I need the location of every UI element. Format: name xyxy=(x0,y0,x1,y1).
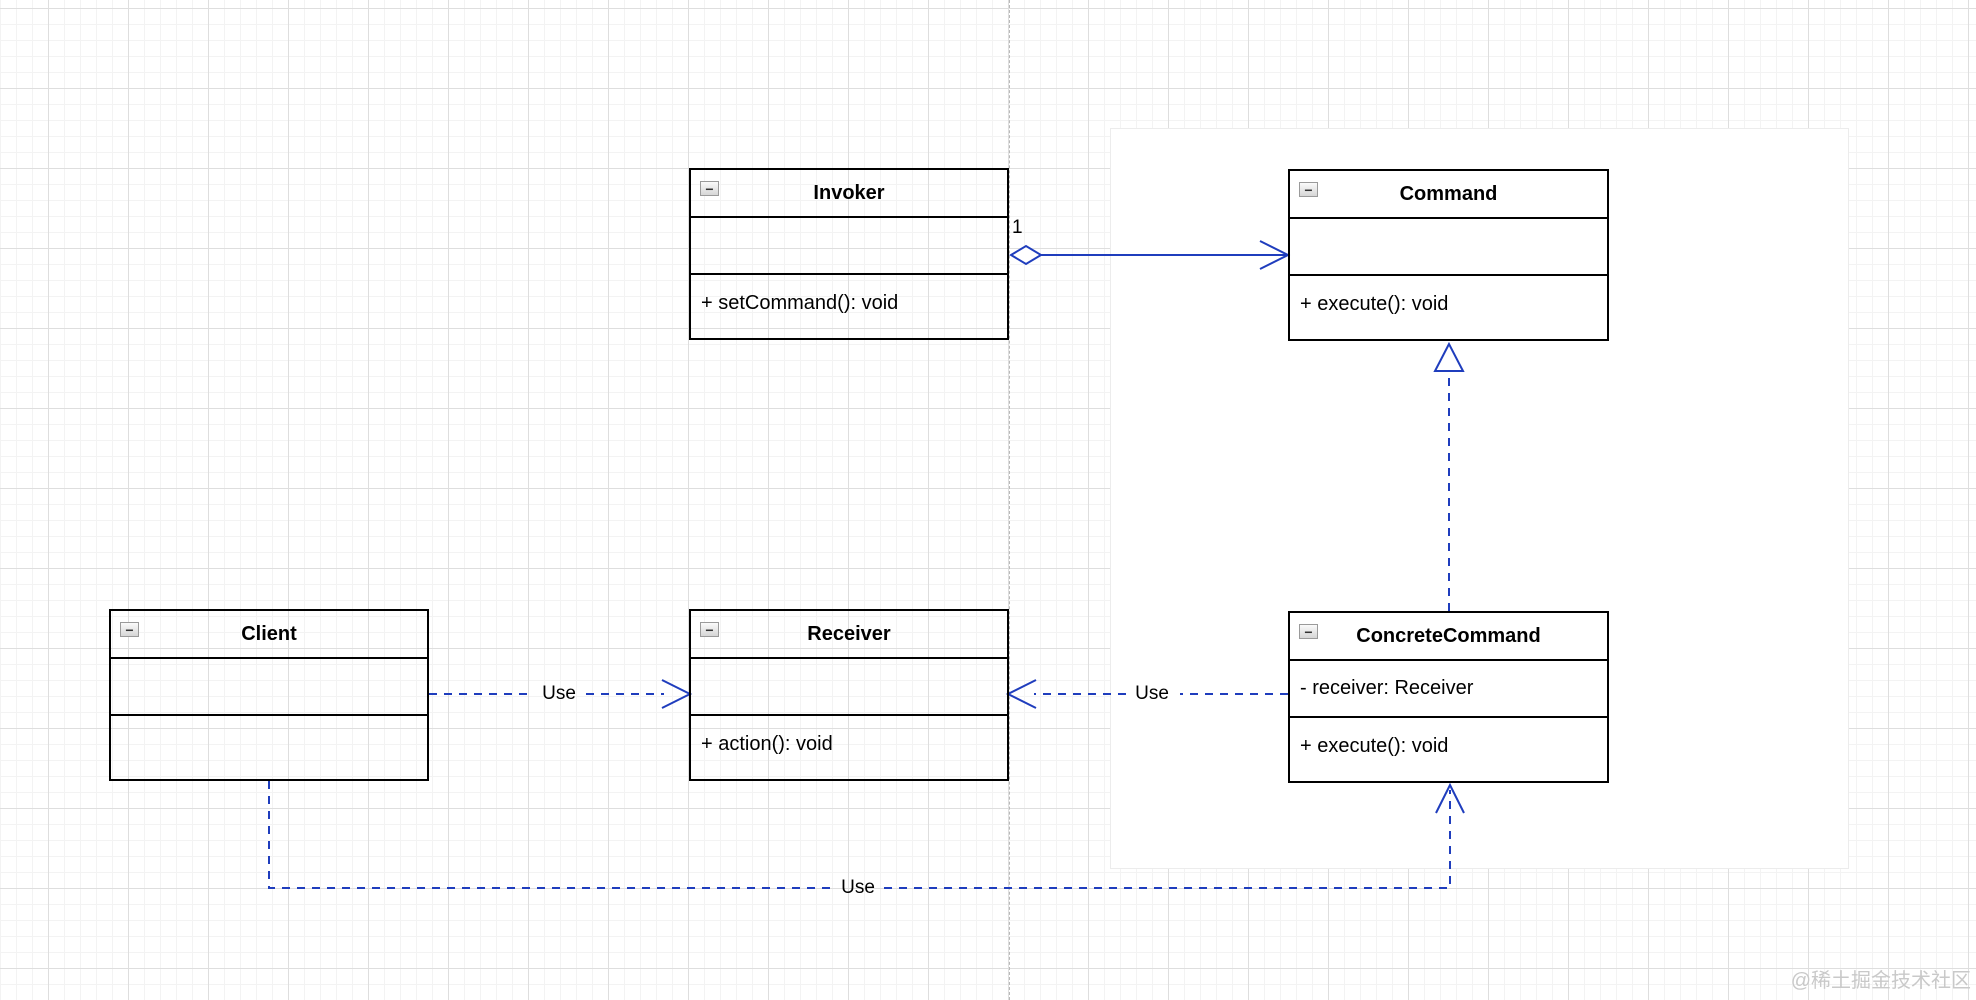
class-command[interactable]: − Command + execute(): void xyxy=(1288,169,1609,341)
collapse-icon[interactable]: − xyxy=(1299,624,1318,639)
class-concretecommand[interactable]: − ConcreteCommand - receiver: Receiver +… xyxy=(1288,611,1609,783)
class-concretecommand-attributes: - receiver: Receiver xyxy=(1290,661,1607,718)
open-arrowhead-icon xyxy=(1005,679,1037,709)
use-label-client-concretecommand[interactable]: Use xyxy=(841,877,875,898)
class-receiver-title: − Receiver xyxy=(691,611,1007,659)
use-label-concretecommand-receiver[interactable]: Use xyxy=(1135,683,1169,704)
class-name: Client xyxy=(241,622,297,645)
edge-use-client-concretecommand[interactable] xyxy=(268,781,1465,889)
collapse-icon[interactable]: − xyxy=(700,622,719,637)
watermark-text: @稀土掘金技术社区 xyxy=(1790,970,1971,992)
edge-realization-concretecommand-command[interactable] xyxy=(1433,341,1465,611)
class-client[interactable]: − Client xyxy=(109,609,429,781)
class-invoker-title: − Invoker xyxy=(691,170,1007,218)
aggregation-diamond-icon xyxy=(1009,244,1043,266)
class-receiver-attributes xyxy=(691,659,1007,716)
class-client-attributes xyxy=(111,659,427,716)
class-invoker-methods: + setCommand(): void xyxy=(691,275,1007,332)
method-label: + execute(): void xyxy=(1300,293,1449,315)
class-name: Command xyxy=(1399,182,1498,205)
open-arrowhead-icon xyxy=(661,679,693,709)
class-concretecommand-methods: + execute(): void xyxy=(1290,718,1607,775)
class-command-attributes xyxy=(1290,219,1607,276)
class-concretecommand-title: − ConcreteCommand xyxy=(1290,613,1607,661)
collapse-icon[interactable]: − xyxy=(120,622,139,637)
attribute-label: - receiver: Receiver xyxy=(1300,677,1474,699)
class-name: Receiver xyxy=(807,622,891,645)
class-name: ConcreteCommand xyxy=(1356,624,1541,647)
use-label-client-receiver[interactable]: Use xyxy=(542,683,576,704)
open-arrowhead-icon xyxy=(1435,782,1465,814)
class-invoker[interactable]: − Invoker + setCommand(): void xyxy=(689,168,1009,340)
class-command-methods: + execute(): void xyxy=(1290,276,1607,333)
class-name: Invoker xyxy=(813,181,885,204)
method-label: + action(): void xyxy=(701,733,833,755)
multiplicity-label[interactable]: 1 xyxy=(1012,217,1023,238)
page-sheet-background xyxy=(1110,128,1849,869)
collapse-icon[interactable]: − xyxy=(1299,182,1318,197)
class-invoker-attributes xyxy=(691,218,1007,275)
method-label: + execute(): void xyxy=(1300,735,1449,757)
class-receiver[interactable]: − Receiver + action(): void xyxy=(689,609,1009,781)
class-client-methods xyxy=(111,716,427,773)
page-boundary-dashed-line xyxy=(1009,0,1010,1000)
edge-aggregation-invoker-command[interactable] xyxy=(1009,240,1291,270)
hollow-triangle-icon xyxy=(1433,341,1465,372)
class-receiver-methods: + action(): void xyxy=(691,716,1007,773)
class-client-title: − Client xyxy=(111,611,427,659)
collapse-icon[interactable]: − xyxy=(700,181,719,196)
class-command-title: − Command xyxy=(1290,171,1607,219)
method-label: + setCommand(): void xyxy=(701,292,899,314)
